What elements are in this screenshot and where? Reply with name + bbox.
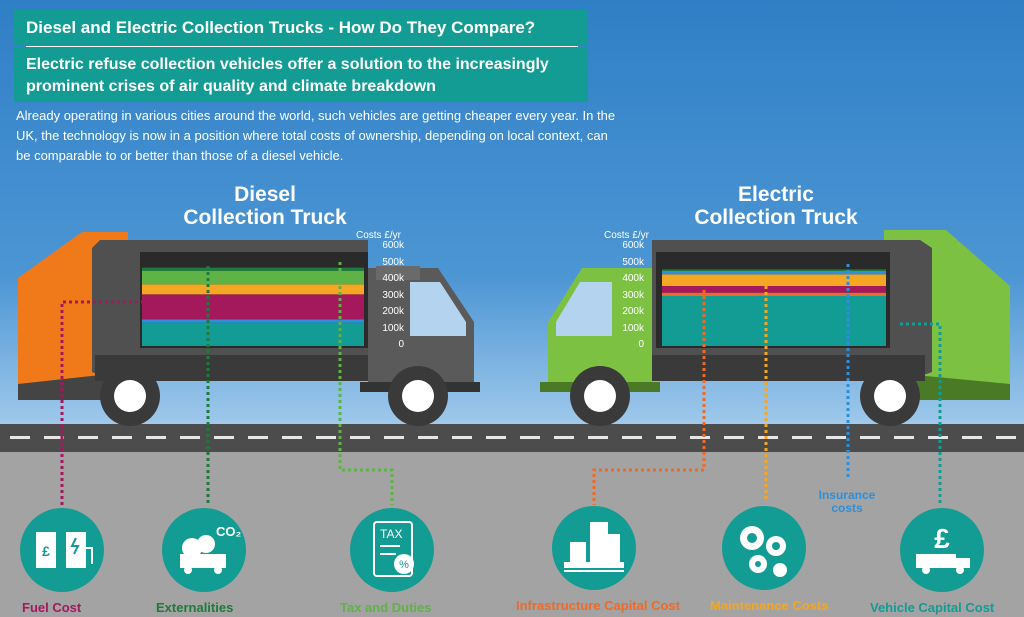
diesel-title-line1: Diesel [234,183,296,206]
road-dash [10,436,30,439]
bar-segment-externalities [662,269,886,271]
road-dash [826,436,846,439]
road-dash [78,436,98,439]
label-externalities: Externalities [156,600,234,615]
axis-tick: 400k [382,273,404,284]
bar-segment-externalities [142,267,364,271]
bar-segment-maintenance-costs [662,274,886,286]
road [0,424,1024,452]
bar-segment-insurance-costs [142,319,364,323]
tax-document-icon: TAX% [350,508,434,592]
vehicle-price-icon: £ [900,508,984,592]
svg-text:£: £ [934,523,950,554]
road-dash [146,436,166,439]
axis-tick: 0 [398,339,404,350]
axis-tick: 500k [622,256,644,268]
axis-tick: 100k [382,322,404,334]
road-dash [554,436,574,439]
road-dash [520,436,540,439]
bar-segment-fuel-cost [142,294,364,320]
road-dash [452,436,472,439]
co2-icon-text: CO₂ [216,524,242,539]
fuel-pump-icon: £ [20,508,104,592]
axis-tick: 300k [382,289,404,301]
road-dash [860,436,880,439]
label-fuel-cost: Fuel Cost [22,600,82,615]
axis-tick: 500k [382,256,404,268]
electric-title-line1: Electric [738,183,814,206]
electric-title: Electric Collection Truck [676,183,876,229]
electric-title-line2: Collection Truck [694,206,858,229]
road-dash [316,436,336,439]
label-vehicle-capital: Vehicle Capital Cost [870,600,995,615]
road-dash [622,436,642,439]
axis-tick: 100k [622,322,644,334]
road-dash [588,436,608,439]
externalities-icon: CO₂ [162,508,246,592]
road-dash [758,436,778,439]
intro-text: Already operating in various cities arou… [16,108,616,163]
road-dash [44,436,64,439]
page-title: Diesel and Electric Collection Trucks - … [14,10,588,46]
axis-tick: 0 [638,339,644,350]
diesel-windshield [410,282,466,336]
svg-text:£: £ [42,543,50,559]
road-dash [724,436,744,439]
road-dash [894,436,914,439]
axis-tick: 200k [622,306,644,317]
road-dash [792,436,812,439]
bar-segment-tax-and-duties [142,271,364,285]
road-dash [962,436,982,439]
road-dash [690,436,710,439]
bar-segment-maintenance-costs [142,284,364,295]
road-dash [214,436,234,439]
label-tax-duties: Tax and Duties [340,600,432,615]
axis-tick: 200k [382,306,404,317]
leader-vehicle [900,322,942,505]
road-dash [180,436,200,439]
diesel-axis-label: Costs £/yr [356,230,402,241]
svg-text:%: % [399,559,409,571]
page-subtitle: Electric refuse collection vehicles offe… [14,48,588,102]
axis-tick: 300k [622,289,644,301]
building-icon [552,506,636,590]
road-dash [350,436,370,439]
label-insurance: Insurance costs [818,488,876,515]
leader-tax [338,262,394,505]
bar-segment-insurance-costs [662,271,886,275]
road-dash [384,436,404,439]
diesel-cost-bars [142,267,364,346]
bar-segment-vehicle-capital-cost [142,322,364,346]
road-dash [282,436,302,439]
tax-icon-text: TAX [380,527,402,541]
label-infrastructure: Infrastructure Capital Cost [516,598,680,613]
electric-windshield [556,282,612,336]
gears-icon [722,506,806,590]
road-dash [112,436,132,439]
road-dash [418,436,438,439]
electric-axis-label: Costs £/yr [604,230,650,241]
axis-tick: 600k [622,240,644,251]
road-dash [248,436,268,439]
bar-segment-vehicle-capital-cost [662,296,886,346]
bar-segment-fuel-cost [662,286,886,293]
axis-tick: 400k [622,273,644,284]
road-dash [996,436,1016,439]
road-dash [486,436,506,439]
bar-segment-infrastructure-capital-cost [662,292,886,296]
label-maintenance: Maintenance Costs [710,598,829,613]
electric-cost-bars [662,269,886,346]
road-dash [928,436,948,439]
diesel-title: Diesel Collection Truck [160,183,370,229]
axis-tick: 600k [382,240,404,251]
diesel-title-line2: Collection Truck [183,206,347,229]
road-dash [656,436,676,439]
leader-infrastructure [592,290,706,505]
header-divider [26,46,578,47]
